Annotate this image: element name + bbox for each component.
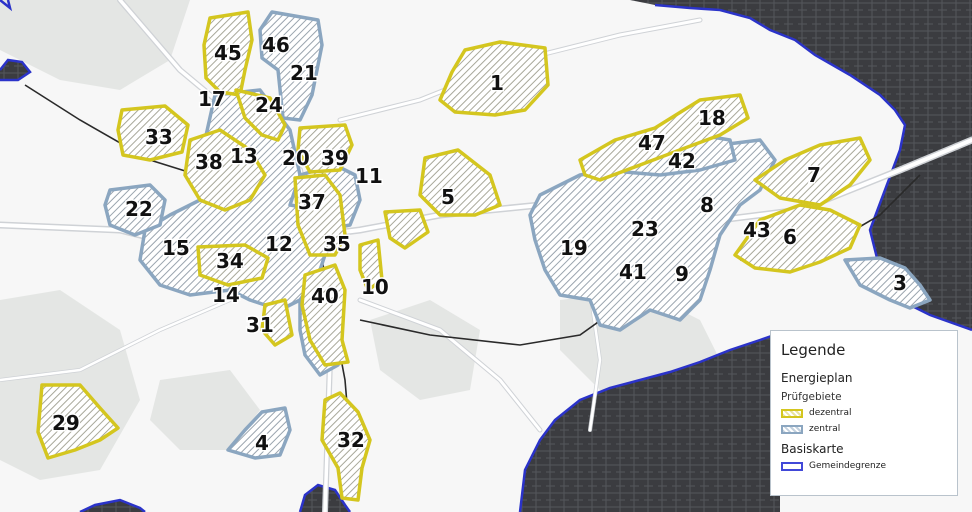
dezentral-zones — [36, 10, 872, 502]
area-label-41[interactable]: 41 — [618, 259, 649, 286]
area-label-23[interactable]: 23 — [630, 216, 661, 243]
area-label-9[interactable]: 9 — [674, 261, 691, 288]
area-label-45[interactable]: 45 — [213, 40, 244, 67]
area-label-11[interactable]: 11 — [354, 163, 385, 190]
outside-area-southeast — [520, 333, 780, 512]
dezentral-swatch-icon — [781, 408, 803, 418]
area-label-10[interactable]: 10 — [360, 274, 391, 301]
legend-group-label: Energieplan — [781, 371, 853, 385]
area-label-12[interactable]: 12 — [264, 231, 295, 258]
area-label-24[interactable]: 24 — [254, 92, 285, 119]
legend-title: Legende — [781, 341, 846, 359]
area-label-21[interactable]: 21 — [289, 60, 320, 87]
boundary-swatch-icon — [781, 461, 803, 471]
area-label-47[interactable]: 47 — [637, 130, 668, 157]
area-label-37[interactable]: 37 — [297, 189, 328, 216]
area-label-5[interactable]: 5 — [440, 184, 457, 211]
area-label-34[interactable]: 34 — [215, 248, 246, 275]
area-label-7[interactable]: 7 — [806, 162, 823, 189]
area-label-1[interactable]: 1 — [489, 70, 506, 97]
area-label-14[interactable]: 14 — [211, 282, 242, 309]
area-label-33[interactable]: 33 — [144, 124, 175, 151]
area-label-13[interactable]: 13 — [229, 143, 260, 170]
area-label-42[interactable]: 42 — [667, 148, 698, 175]
outside-area-southwest — [80, 500, 145, 512]
legend-item-dezentral: dezentral — [781, 406, 957, 420]
area-label-35[interactable]: 35 — [322, 231, 353, 258]
area-label-6[interactable]: 6 — [782, 224, 799, 251]
area-label-46[interactable]: 46 — [261, 32, 292, 59]
outside-area-northeast — [630, 0, 972, 330]
legend-subgroup-basiskarte: Basiskarte — [781, 442, 844, 456]
outside-area-north — [0, 60, 30, 80]
area-label-22[interactable]: 22 — [124, 196, 155, 223]
area-label-38[interactable]: 38 — [194, 149, 225, 176]
area-label-43[interactable]: 43 — [742, 217, 773, 244]
area-label-20[interactable]: 20 — [281, 145, 312, 172]
legend-item-label: dezentral — [809, 408, 852, 418]
legend-item-label: zentral — [809, 424, 841, 434]
legend-item-label: Gemeindegrenze — [809, 461, 886, 471]
area-label-19[interactable]: 19 — [559, 235, 590, 262]
area-label-4[interactable]: 4 — [254, 430, 271, 457]
area-label-32[interactable]: 32 — [336, 427, 367, 454]
area-label-31[interactable]: 31 — [245, 312, 276, 339]
map-legend: Legende Energieplan Prüfgebiete dezentra… — [770, 330, 958, 496]
area-label-18[interactable]: 18 — [697, 105, 728, 132]
legend-item-zentral: zentral — [781, 422, 957, 436]
area-label-40[interactable]: 40 — [310, 283, 341, 310]
zentral-swatch-icon — [781, 424, 803, 434]
area-label-29[interactable]: 29 — [51, 410, 82, 437]
area-label-8[interactable]: 8 — [699, 192, 716, 219]
area-label-17[interactable]: 17 — [197, 86, 228, 113]
legend-subgroup-pruefgebiete: Prüfgebiete — [781, 391, 842, 403]
legend-item-gemeindegrenze: Gemeindegrenze — [781, 459, 957, 473]
area-label-39[interactable]: 39 — [320, 145, 351, 172]
area-label-3[interactable]: 3 — [892, 270, 909, 297]
area-label-15[interactable]: 15 — [161, 235, 192, 262]
zone-labels: 1 3 4 5 6 7 8 9 10 11 12 13 14 15 17 18 … — [51, 32, 909, 457]
